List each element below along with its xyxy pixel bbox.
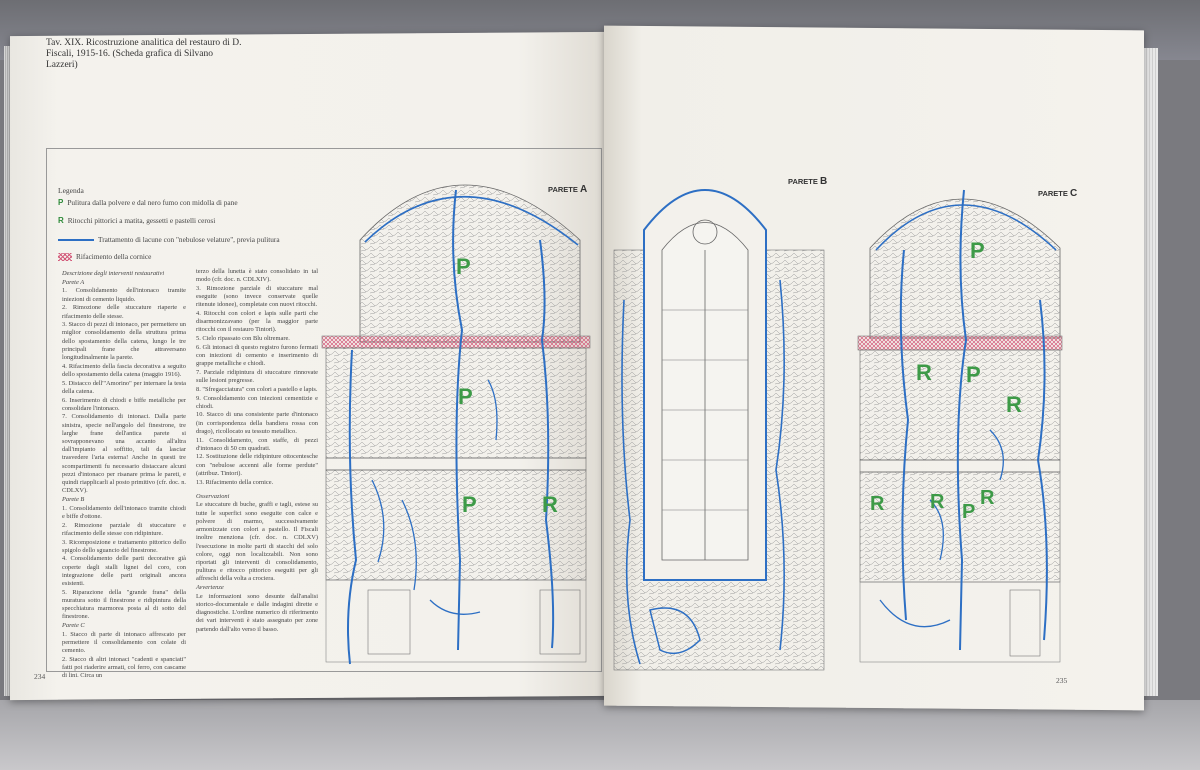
text-column-2: terzo della lunetta è stato consolidato …	[196, 268, 318, 633]
page-stack-right	[1140, 48, 1158, 696]
wall-label-b: PARETE B	[788, 176, 828, 187]
plate-frame	[46, 148, 602, 672]
wall-a-drawing	[321, 184, 591, 665]
mark-r-c-lower-1: R	[870, 493, 885, 515]
page-number-left: 234	[34, 672, 46, 681]
wall-c-drawing	[857, 189, 1063, 663]
mark-r-a-lower: R	[542, 492, 558, 517]
mark-p-c-lower: P	[962, 501, 975, 523]
mark-p-c-lunette: P	[970, 238, 985, 263]
p-mark-icon: P	[58, 198, 64, 207]
wall-label-a: PARETE A	[548, 184, 588, 195]
legend-item-pulitura: P Pulitura dalla polvere e dal nero fumo…	[58, 198, 238, 207]
table-surface	[0, 700, 1200, 770]
page-stack-left	[4, 46, 14, 696]
legend-title: Legenda	[58, 186, 84, 195]
mark-r-c-middle: R	[916, 360, 932, 385]
mark-r-c-middle-right: R	[1006, 392, 1022, 417]
mark-p-a-middle: P	[458, 384, 473, 409]
r-mark-icon: R	[58, 216, 64, 225]
legend-item-lacune: Trattamento di lacune con "nebulose vela…	[58, 235, 280, 244]
wall-b-drawing	[613, 189, 825, 671]
hatch-icon	[58, 252, 72, 261]
mark-r-c-lower-3: R	[980, 487, 995, 509]
mark-p-a-lower: P	[462, 492, 477, 517]
text-column-1: Descrizione degli interventi restaurativ…	[62, 270, 186, 680]
mark-r-c-lower-2: R	[930, 491, 945, 513]
mark-p-c-middle: P	[966, 362, 981, 387]
plate-caption: Tav. XIX. Ricostruzione analitica del re…	[46, 38, 242, 70]
blue-line-icon	[58, 238, 94, 241]
legend-item-ritocchi: R Ritocchi pittorici a matita, gessetti …	[58, 216, 216, 225]
page-number-right: 235	[1056, 676, 1068, 685]
mark-p-a-lunette: P	[456, 254, 471, 279]
wall-label-c: PARETE C	[1038, 188, 1078, 199]
restoration-marks: P P P R P R P R R R P R	[456, 238, 1022, 523]
legend-item-cornice: Rifacimento della cornice	[58, 252, 151, 261]
